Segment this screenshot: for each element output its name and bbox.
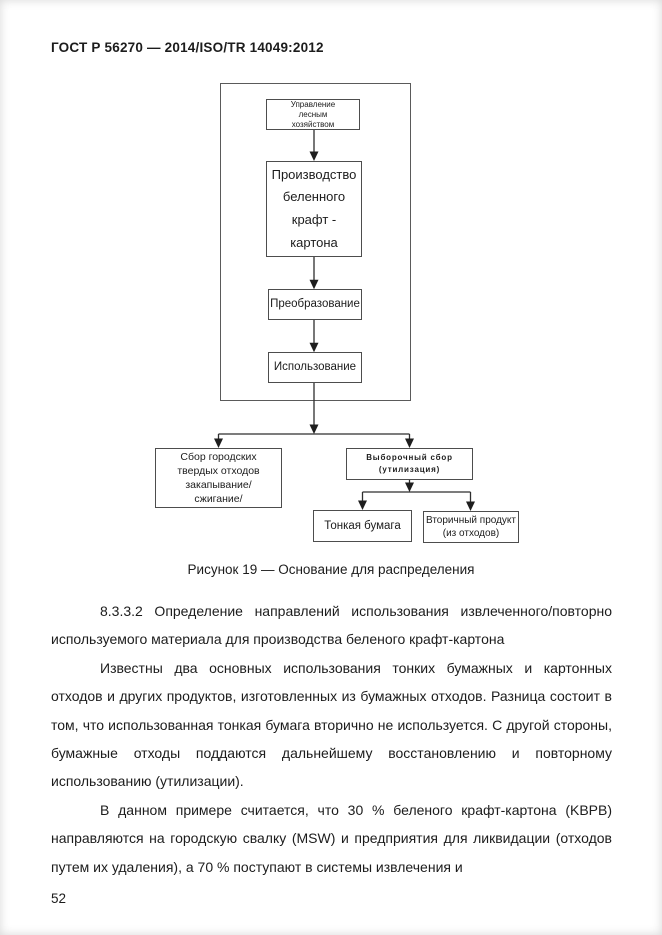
flow-node-transformation: Преобразование <box>268 289 362 320</box>
flowchart-system-boundary <box>220 83 411 401</box>
flow-node-bleached-kraft-production: Производство беленного крафт - картона <box>266 161 362 257</box>
flow-node-forest-management: Управление лесным хозяйством <box>266 99 360 130</box>
flow-node-use: Использование <box>268 352 362 383</box>
paragraph-two-uses: Известны два основных использования тонк… <box>51 659 612 790</box>
flow-node-thin-paper: Тонкая бумага <box>313 510 412 542</box>
figure-19-flowchart: Управление лесным хозяйством Производств… <box>155 83 519 577</box>
document-header-title: ГОСТ Р 56270 — 2014/ISO/TR 14049:2012 <box>51 40 324 55</box>
flow-node-secondary-product: Вторичный продукт (из отходов) <box>423 511 519 543</box>
page-number: 52 <box>51 891 67 906</box>
flow-connector-arrows <box>214 130 475 511</box>
body-text-block: 8.3.3.2 Определение направлений использо… <box>51 597 612 881</box>
paragraph-example-percentages: В данном примере считается, что 30 % бел… <box>51 801 612 875</box>
figure-caption: Рисунок 19 — Основание для распределения <box>187 562 475 577</box>
flow-node-msw-collection: Сбор городских твердых отходов закапыван… <box>155 448 282 508</box>
flow-node-selective-collection: Выборочный сбор (утилизация) <box>346 448 473 480</box>
paragraph-heading-8-3-3-2: 8.3.3.2 Определение направлений использо… <box>51 603 612 648</box>
